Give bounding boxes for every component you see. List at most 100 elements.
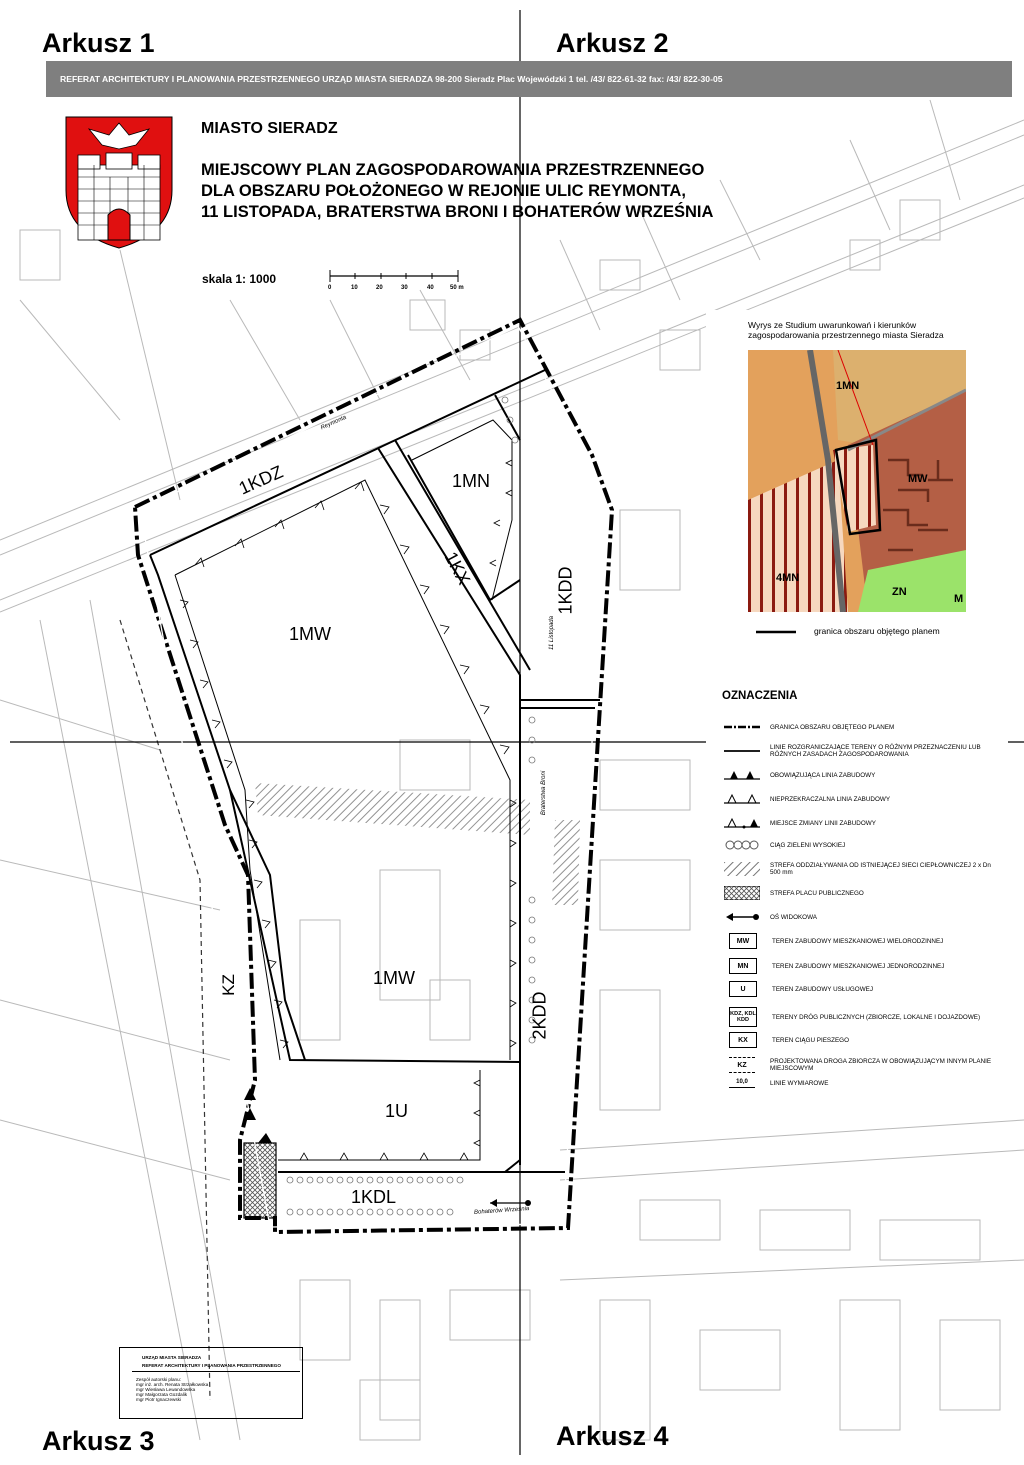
scale-tick: 40 bbox=[427, 285, 434, 291]
dimension-line-icon: 10,0 bbox=[729, 1079, 755, 1088]
stamp-office: URZĄD MIASTA SIERADZA bbox=[142, 1355, 202, 1360]
legend-text: OŚ WIDOKOWA bbox=[770, 913, 817, 921]
non-exceedable-building-line-icon bbox=[724, 793, 760, 804]
sheet-label-3: Arkusz 3 bbox=[42, 1426, 155, 1456]
legend-item: CIĄG ZIELENI WYSOKIEJ bbox=[724, 836, 1000, 854]
legend-text: TEREN ZABUDOWY MIESZKANIOWEJ WIELORODZIN… bbox=[772, 937, 944, 945]
plan-title: MIEJSCOWY PLAN ZAGOSPODAROWANIA PRZESTRZ… bbox=[201, 160, 821, 223]
scale-tick: 50 m bbox=[450, 285, 464, 291]
legend-code-box: KDZ, KDL KDD bbox=[729, 1007, 757, 1027]
legend-text: TERENY DRÓG PUBLICZNYCH (ZBIORCZE, LOKAL… bbox=[772, 1013, 981, 1021]
legend-item: STREFA PLACU PUBLICZNEGO bbox=[724, 884, 1000, 902]
legend-title: OZNACZENIA bbox=[722, 690, 798, 702]
sheet-label-1: Arkusz 1 bbox=[42, 28, 155, 58]
public-square-icon bbox=[724, 886, 760, 900]
legend-item: OŚ WIDOKOWA bbox=[724, 908, 1000, 926]
stamp-divider bbox=[132, 1371, 300, 1372]
zone-label-kdd2: 2KDD bbox=[529, 991, 550, 1040]
street-11-listopada: 11 Listopada bbox=[548, 616, 555, 650]
view-axis-icon bbox=[726, 913, 759, 921]
legend-item: GRANICA OBSZARU OBJĘTEGO PLANEM bbox=[724, 718, 1000, 736]
public-square bbox=[243, 1142, 277, 1219]
study-label-4mn: 4MN bbox=[776, 572, 800, 584]
legend-text: NIEPRZEKRACZALNA LINIA ZABUDOWY bbox=[770, 795, 891, 803]
study-label-mw: MW bbox=[908, 473, 928, 485]
tree-row-icon bbox=[725, 840, 759, 850]
zone-label-kdl: 1KDL bbox=[351, 1187, 397, 1207]
heat-zone-hatch-2 bbox=[552, 820, 580, 905]
city-title: MIASTO SIERADZ bbox=[201, 120, 338, 137]
stamp-line: mgr inż. arch. Renata Strzałkowska bbox=[136, 1382, 209, 1387]
boundary-line-icon bbox=[724, 725, 760, 729]
legend-text: LINIE ROZGRANICZAJĄCE TERENY O RÓŻNYM PR… bbox=[770, 744, 981, 758]
legend-code-box: KZ bbox=[729, 1057, 755, 1073]
legend-item: STREFA ODDZIAŁYWANIA OD ISTNIEJĄCEJ SIEC… bbox=[724, 860, 1000, 878]
scale-tick: 30 bbox=[401, 285, 408, 291]
legend-item: NIEPRZEKRACZALNA LINIA ZABUDOWY bbox=[724, 790, 1000, 808]
plan-title-line-2: DLA OBSZARU POŁOŻONEGO W REJONIE ULIC RE… bbox=[201, 182, 686, 200]
legend-item: KDZ, KDL KDD TERENY DRÓG PUBLICZNYCH (ZB… bbox=[724, 1006, 1002, 1028]
scale-bar bbox=[329, 270, 459, 282]
legend-item: MIEJSCE ZMIANY LINII ZABUDOWY bbox=[724, 814, 1000, 832]
legend-text: STREFA ODDZIAŁYWANIA OD ISTNIEJĄCEJ SIEC… bbox=[770, 862, 991, 876]
legend-item: U TEREN ZABUDOWY USŁUGOWEJ bbox=[724, 980, 1002, 998]
legend-item: LINIE ROZGRANICZAJĄCE TERENY O RÓŻNYM PR… bbox=[724, 742, 1000, 760]
sheet-label-4: Arkusz 4 bbox=[556, 1421, 669, 1451]
legend-text: TEREN ZABUDOWY USŁUGOWEJ bbox=[772, 985, 873, 993]
study-inset: Wyrys ze Studium uwarunkowań i kierunków… bbox=[706, 310, 1006, 655]
street-braterstwa-broni: Braterstwa Broni bbox=[541, 770, 548, 816]
legend-text: GRANICA OBSZARU OBJĘTEGO PLANEM bbox=[770, 723, 895, 731]
heat-zone-hatch bbox=[255, 783, 530, 835]
stamp-line: Zespół autorski planu: bbox=[136, 1377, 181, 1382]
study-label-zn: ZN bbox=[892, 586, 907, 598]
obligatory-building-line-icon bbox=[724, 771, 760, 780]
legend-item: OBOWIĄZUJĄCA LINIA ZABUDOWY bbox=[724, 766, 1000, 784]
legend-code-box: KX bbox=[729, 1032, 757, 1048]
scale-label: skala 1: 1000 bbox=[202, 272, 277, 286]
legend-text: CIĄG ZIELENI WYSOKIEJ bbox=[770, 841, 846, 849]
legend-text: STREFA PLACU PUBLICZNEGO bbox=[770, 889, 864, 897]
legend-item: 10,0 LINIE WYMIAROWE bbox=[724, 1074, 1000, 1092]
legend-item: KX TEREN CIĄGU PIESZEGO bbox=[724, 1031, 1002, 1049]
legend-text: TEREN CIĄGU PIESZEGO bbox=[772, 1036, 849, 1044]
scale-tick: 20 bbox=[376, 285, 383, 291]
legend-text: OBOWIĄZUJĄCA LINIA ZABUDOWY bbox=[770, 771, 876, 779]
study-boundary-label: granica obszaru objętego planem bbox=[814, 626, 940, 636]
scale-tick: 0 bbox=[328, 285, 332, 291]
legend-text: MIEJSCE ZMIANY LINII ZABUDOWY bbox=[770, 819, 876, 827]
division-line-icon bbox=[724, 750, 760, 752]
coat-of-arms-icon bbox=[65, 116, 173, 249]
legend-code-box: MN bbox=[729, 958, 757, 974]
plan-title-line-1: MIEJSCOWY PLAN ZAGOSPODAROWANIA PRZESTRZ… bbox=[201, 161, 705, 179]
zone-label-mw1: 1MW bbox=[289, 624, 331, 644]
stamp-line: mgr Małgorzata Gozdalik bbox=[136, 1392, 188, 1397]
header-bar: REFERAT ARCHITEKTURY I PLANOWANIA PRZEST… bbox=[46, 61, 1012, 97]
zone-label-kdd1: 1KDD bbox=[555, 566, 576, 615]
legend-item: KZ PROJEKTOWANA DROGA ZBIORCZA W OBOWIĄZ… bbox=[724, 1054, 1000, 1076]
study-title: Wyrys ze Studium uwarunkowań i kierunków… bbox=[748, 320, 944, 340]
sheet-label-2: Arkusz 2 bbox=[556, 28, 669, 58]
legend-code-box: U bbox=[729, 981, 757, 997]
zone-label-kz: KZ bbox=[218, 974, 238, 996]
legend-text: PROJEKTOWANA DROGA ZBIORCZA W OBOWIĄZUJĄ… bbox=[770, 1058, 992, 1072]
legend-text: LINIE WYMIAROWE bbox=[770, 1079, 829, 1087]
zone-label-mw2: 1MW bbox=[373, 968, 415, 988]
legend-code-box: MW bbox=[729, 933, 757, 949]
zone-label-u: 1U bbox=[385, 1101, 409, 1121]
study-label-m: M bbox=[954, 593, 964, 605]
legend-text: TEREN ZABUDOWY MIESZKANIOWEJ JEDNORODZIN… bbox=[772, 962, 945, 970]
legend: OZNACZENIA GRANICA OBSZARU OBJĘTEGO PLAN… bbox=[706, 672, 1008, 1102]
plan-boundary bbox=[132, 317, 615, 1235]
study-boundary-symbol bbox=[756, 630, 796, 634]
stamp-line: mgr Wiesława Lewandowska bbox=[136, 1387, 196, 1392]
title-stamp: URZĄD MIASTA SIERADZA REFERAT ARCHITEKTU… bbox=[119, 1347, 303, 1419]
scale-tick: 10 bbox=[351, 285, 358, 291]
zone-label-mn: 1MN bbox=[452, 471, 491, 491]
legend-item: MW TEREN ZABUDOWY MIESZKANIOWEJ WIELOROD… bbox=[724, 932, 1002, 950]
study-label-1mn: 1MN bbox=[836, 380, 860, 392]
building-line-change-icon bbox=[724, 817, 760, 829]
legend-item: MN TEREN ZABUDOWY MIESZKANIOWEJ JEDNOROD… bbox=[724, 957, 1002, 975]
stamp-department: REFERAT ARCHITEKTURY I PLANOWANIA PRZEST… bbox=[142, 1363, 281, 1368]
stamp-line: mgr Piotr Ignaczewski bbox=[136, 1397, 181, 1402]
